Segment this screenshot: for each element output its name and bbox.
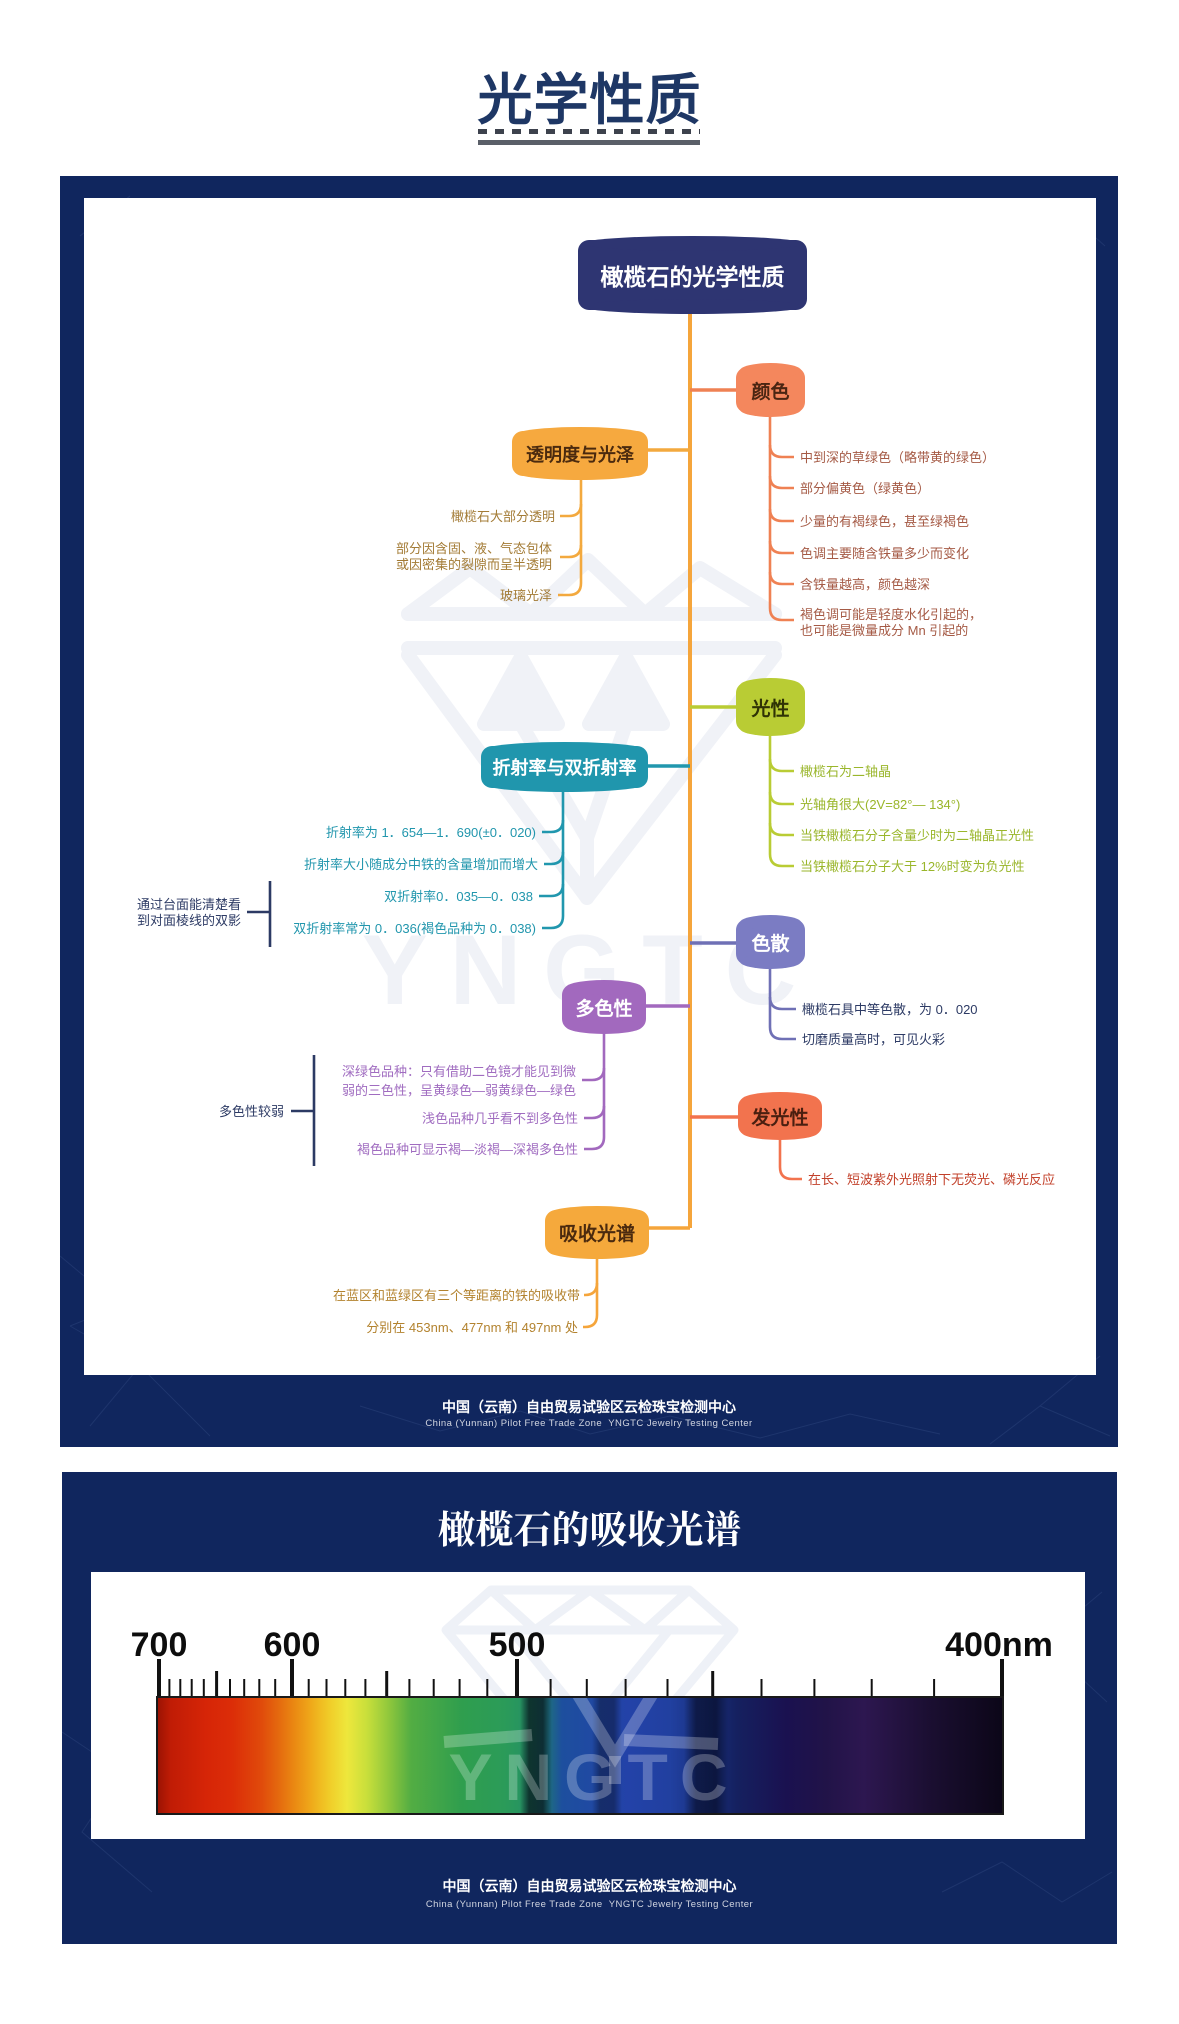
svg-text:YNGTC: YNGTC [449,1740,740,1814]
